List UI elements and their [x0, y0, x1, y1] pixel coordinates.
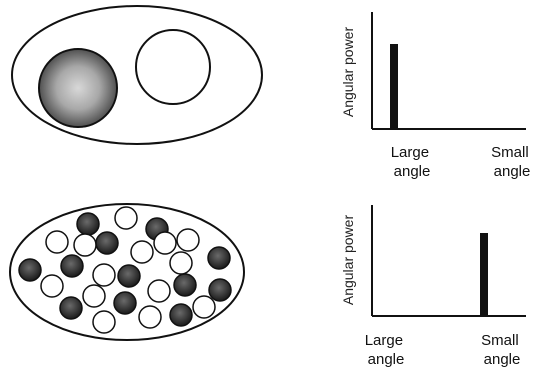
bottom-x-label-large: Large angle [365, 332, 408, 368]
bottom-small-angle-word: angle [484, 351, 521, 368]
top-large-angle-word: angle [394, 163, 431, 180]
light-disk [83, 285, 105, 307]
dark-disk [77, 213, 99, 235]
top-angular-power-chart: Angular power Large angle Small angle [340, 12, 533, 180]
light-disk [170, 252, 192, 274]
dark-disk [61, 255, 83, 277]
dark-disk [96, 232, 118, 254]
dark-disk [170, 304, 192, 326]
top-small-angle-word: angle [494, 163, 531, 180]
light-disk [154, 232, 176, 254]
bottom-small-word: Small [481, 332, 519, 349]
light-disk [115, 207, 137, 229]
dark-disk [60, 297, 82, 319]
bottom-y-axis-label: Angular power [340, 215, 356, 306]
dark-disk [118, 265, 140, 287]
light-disk [177, 229, 199, 251]
light-disk [93, 264, 115, 286]
bottom-power-bar [480, 233, 488, 316]
light-disk [193, 296, 215, 318]
bottom-x-label-small: Small angle [481, 332, 523, 368]
small-disks [19, 207, 231, 333]
bottom-ellipse-illustration [10, 204, 244, 340]
light-disk [41, 275, 63, 297]
light-disk [148, 280, 170, 302]
bottom-angular-power-chart: Angular power Large angle Small angle [340, 205, 526, 368]
dark-disk [174, 274, 196, 296]
large-empty-disk [136, 30, 210, 104]
top-power-bar [390, 44, 398, 129]
top-y-axis-label: Angular power [340, 27, 356, 118]
top-x-label-large: Large angle [391, 144, 434, 180]
large-speckled-disk [39, 49, 117, 127]
dark-disk [208, 247, 230, 269]
light-disk [93, 311, 115, 333]
top-large-word: Large [391, 144, 429, 161]
dark-disk [19, 259, 41, 281]
light-disk [74, 234, 96, 256]
light-disk [131, 241, 153, 263]
bottom-large-angle-word: angle [368, 351, 405, 368]
dark-disk [209, 279, 231, 301]
top-x-label-small: Small angle [491, 144, 533, 180]
bottom-large-word: Large [365, 332, 403, 349]
top-small-word: Small [491, 144, 529, 161]
dark-disk [114, 292, 136, 314]
top-ellipse-illustration [12, 6, 262, 144]
light-disk [46, 231, 68, 253]
light-disk [139, 306, 161, 328]
